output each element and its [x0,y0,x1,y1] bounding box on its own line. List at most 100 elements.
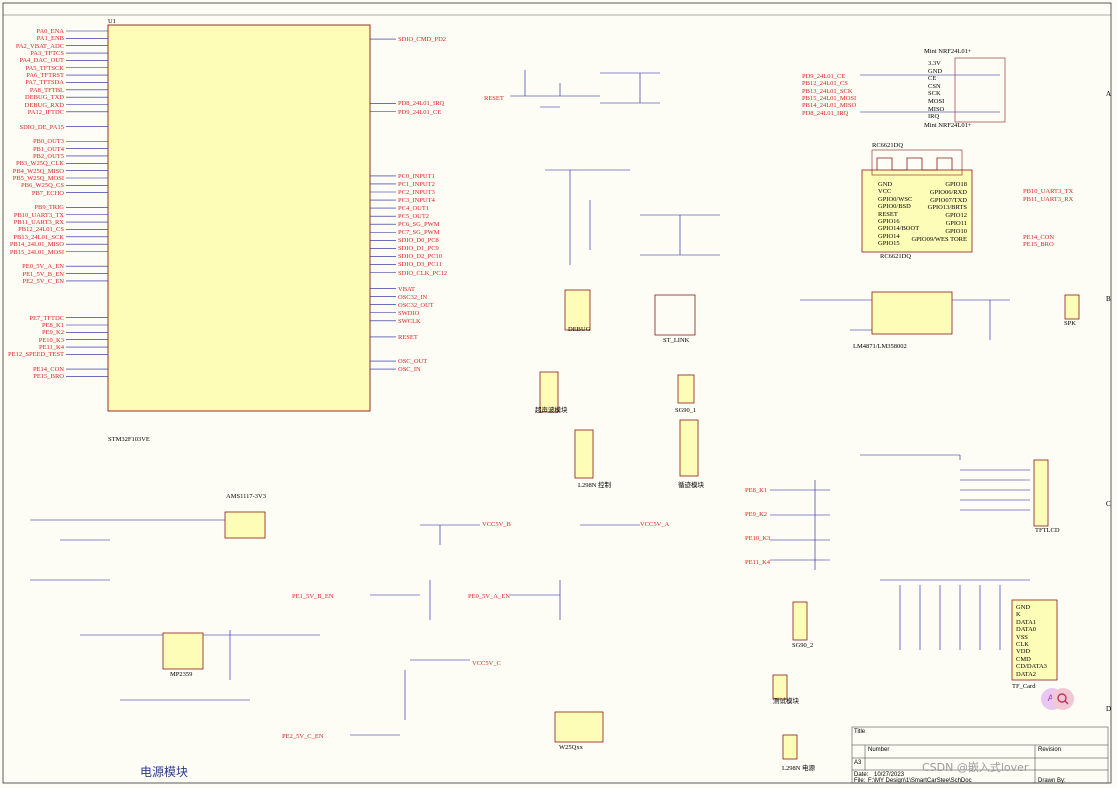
net-label: PE9_K2 [745,511,768,518]
wifi-pin: GPIO11 [945,220,967,227]
net-label: PE9_K2 [41,329,64,337]
wifi-pin: GPIO06/RXD [929,188,967,196]
wifi-pin: GPIO13/BRTS [927,204,967,212]
st-link-label: ST_LINK [663,337,690,344]
net-label: PA8_TFTBL [29,86,64,94]
tb-date-label: Date: [854,772,869,778]
wifi-pin: GPIO10 [945,227,967,235]
net-label: PC3_INPUT4 [398,197,435,205]
net-label: SDIO_D3_PC11 [398,261,442,269]
tb-number: Number [868,747,890,753]
net-label: PE14_CON [1023,234,1055,241]
net-label: PE10_K3 [745,535,771,542]
zone-marker: B [1106,295,1111,303]
search-icon[interactable] [1052,688,1074,710]
wifi-pin: GPIO0/BSD [878,203,911,211]
tf-pin: CD/DATA3 [1016,663,1047,671]
net-label: PC6_SG_PWM [398,221,440,229]
net-label: DEBUG_TXD [25,94,64,102]
debug-label: DEBUG [568,326,591,333]
net-label: PD8_24L01_IRQ [398,100,445,108]
spk-label: SPK [1064,320,1076,327]
net-label: PB5_W25Q_MOSI [12,175,64,182]
net-label: SDIO_D1_PC9 [398,245,439,253]
net-label: PD8_24L01_IRQ [802,109,849,117]
tf-pin: CMD [1016,655,1031,663]
net-label: PC1_INPUT2 [398,180,435,188]
net-label: VCC5V_C [472,660,501,667]
reset-net: RESET [484,95,504,102]
wifi-pin: GPIO09/WES TORE [911,235,967,243]
net-label: PE12_SPEED_TEST [8,351,64,359]
l298n-ctrl-label: L298N 控制 [578,482,612,489]
net-label: PE10_K3 [38,336,64,344]
net-label: PE15_BRO [1023,241,1054,248]
net-label: PB11_UART3_RX [13,219,64,227]
net-label: PB15_24L01_MOSI [9,248,64,256]
wifi-pin: GPIO15 [878,240,900,248]
net-label: PE1_5V_B_EN [292,593,334,600]
net-label: PE8_K1 [41,322,64,329]
flash-label: W25Qxx [559,744,583,751]
nrf-title: Mini NRF24L01+ [924,48,972,55]
nrf-pin: CE [928,75,937,83]
net-label: PB0_OUT3 [32,138,64,146]
net-label: PA4_DAC_OUT [19,57,64,65]
nrf-pin: IRQ [928,113,940,121]
u1-ref: U1 [108,18,116,25]
tf-pin: GND [1016,604,1031,611]
net-label: OSC_OUT [398,358,428,366]
net-label: PB7_ECHO [31,189,64,197]
tf-pin: DATA1 [1016,618,1037,626]
net-label: DEBUG_RXD [24,101,64,109]
net-label: RESET [398,333,418,341]
net-label: PC7_SG_PWM [398,229,440,237]
wifi-pin: GPIO14 [878,232,900,240]
nrf-pin: SCK [928,90,941,98]
u1-part: STM32F103VE [108,436,150,443]
wifi-title-bottom: RC6621DQ [880,253,912,260]
wifi-pin: GPIO18 [945,181,967,188]
net-label: SDIO_D2_PC10 [398,253,443,261]
wifi-pin: GPIO16 [878,218,900,225]
tf-pin: DATA0 [1016,626,1037,634]
tft-label: TFTLCD [1035,527,1060,534]
tf-pin: K [1016,611,1021,619]
net-label: PA2_VBAT_ADC [15,42,64,50]
wifi-pin: GPIO07/TXD [930,196,967,204]
net-label: PB14_24L01_MISO [802,102,857,110]
net-label: PB6_W25Q_CS [21,182,64,190]
power-title: 电源模块 [140,765,189,779]
net-label: PC5_OUT2 [398,213,430,221]
net-label: PE0_5V_A_EN [468,593,510,600]
zone-marker: A [1106,90,1112,98]
net-label: PE2_5V_C_EN [282,733,324,740]
net-label: PB9_TRIG [34,204,64,212]
net-label: PC2_INPUT3 [398,189,435,196]
wifi-pin: GPIO0/WSC [878,195,913,203]
wifi-pin: GPIO14/BOOT [878,225,920,233]
watermark: CSDN @嵌入式lover [922,761,1029,774]
ultrasonic-label: 超声波模块 [535,407,568,414]
net-label: PC0_INPUT1 [398,172,435,180]
nrf-pin: MISO [928,105,945,113]
net-label: PB10_UART3_TX [1023,188,1074,195]
servo2-label: SG90_2 [792,642,814,649]
net-label: PA1_ENB [36,35,64,43]
zone-marker: C [1106,500,1111,508]
net-label: PB1_OUT4 [32,145,64,153]
tf-pin: DATA2 [1016,670,1037,678]
net-label: PB15_24L01_MOSI [802,94,857,102]
net-label: PA5_TFTSCK [25,64,64,72]
tb-file: F:\MY Design\1\SmartCarStee\SchDoc [868,778,972,784]
net-label: PA12_IFTDC [27,108,64,116]
net-label: PE2_5V_C_EN [22,277,64,285]
net-label: SDIO_D0_PC8 [398,237,439,245]
net-label: PE14_CON [32,366,64,374]
tb-file-label: File: [854,778,866,784]
net-label: PD9_24L01_CE [398,108,442,116]
tf-pin: VSS [1016,633,1028,641]
wifi-pin: GPIO12 [945,212,967,220]
wifi-pin: VCC [878,188,892,196]
net-label: VCC5V_A [640,521,670,528]
